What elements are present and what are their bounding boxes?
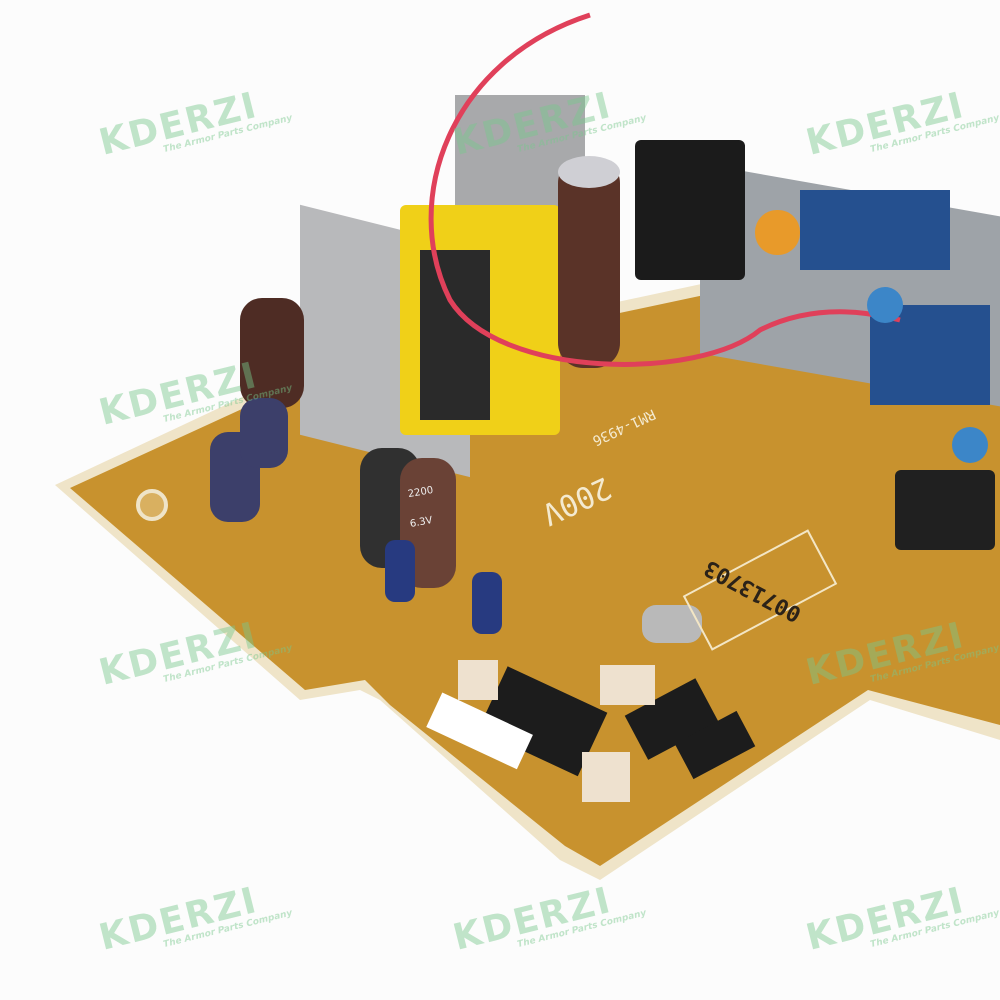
connector-2	[624, 678, 719, 760]
serial-box	[682, 529, 838, 651]
small-transformer	[895, 470, 995, 550]
white-connector-2	[582, 752, 630, 802]
capacitor-1	[240, 298, 304, 408]
transformer-core	[420, 250, 490, 420]
white-connector-1	[600, 665, 655, 705]
capacitor-3	[240, 398, 288, 468]
blue-cap	[867, 287, 903, 323]
crystal	[642, 605, 702, 643]
capacitor-7	[385, 540, 415, 602]
red-wire	[428, 12, 901, 367]
capacitor-top	[558, 156, 620, 188]
connector-3	[674, 710, 756, 780]
capacitor-6	[472, 572, 502, 634]
inductor	[635, 140, 745, 280]
blue-cap-2	[952, 427, 988, 463]
blue-relay	[800, 190, 950, 270]
white-connector-3	[458, 660, 498, 700]
barcode-label	[426, 692, 533, 770]
orange-cap	[755, 210, 800, 255]
mounting-hole	[136, 489, 168, 521]
connector-1	[478, 666, 608, 777]
large-capacitor	[558, 158, 620, 368]
